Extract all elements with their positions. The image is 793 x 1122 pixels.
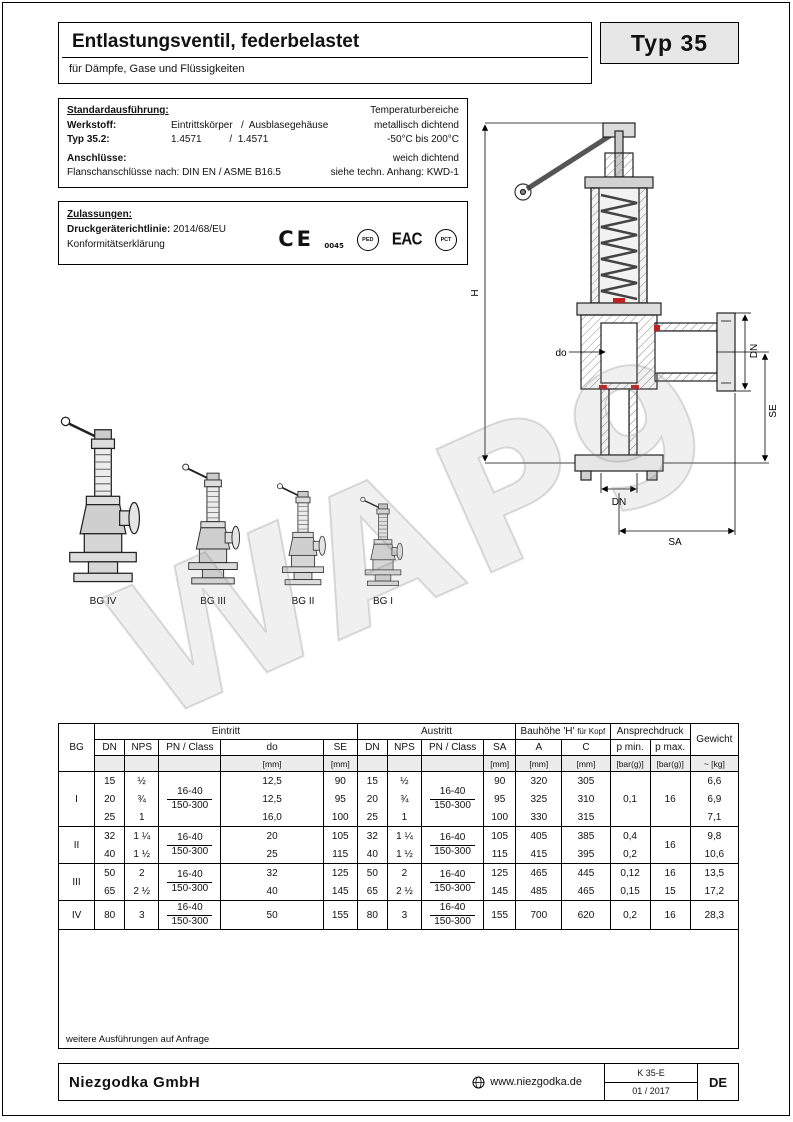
- col-do: do: [220, 739, 324, 756]
- footer: Niezgodka GmbH www.niezgodka.de K 35-E 0…: [58, 1063, 739, 1101]
- standard-box: Standardausführung: Temperaturbereiche W…: [58, 98, 468, 188]
- gost-mark-icon: РСТ: [435, 228, 457, 251]
- size-item-bg1: BG I: [355, 495, 411, 607]
- table-row: 20 ¾ 12,5 95 20 ¾ 95 325 310 6,9: [59, 790, 740, 808]
- doc-date: 01 / 2017: [632, 1086, 670, 1097]
- company-name: Niezgodka GmbH: [69, 1073, 201, 1091]
- doc-code: K 35-E: [605, 1064, 697, 1083]
- note-row: weitere Ausführungen auf Anfrage: [58, 929, 739, 1049]
- valve-section-drawing: H do DN SA DN: [469, 93, 779, 581]
- dim-sa-label: SA: [668, 537, 682, 548]
- typ-label: Typ 35.2:: [67, 134, 110, 145]
- size-label: BG III: [200, 596, 226, 607]
- size-item-bg3: BG III: [175, 461, 251, 607]
- spec-table-wrap: BG Eintritt Austritt Bauhöhe 'H' für Kop…: [57, 723, 740, 1049]
- directive-label: Druckgeräterichtlinie:: [67, 224, 171, 235]
- page-title: Entlastungsventil, federbelastet: [62, 23, 588, 58]
- doc-info-box: K 35-E 01 / 2017: [604, 1064, 697, 1100]
- ped-mark-icon: PED: [356, 228, 379, 251]
- temp-value: -50°C bis 200°C: [387, 134, 459, 145]
- valve-image-bg2: [276, 482, 327, 586]
- globe-icon: [472, 1075, 485, 1089]
- eac-mark-icon: EAC: [391, 229, 423, 249]
- type-badge: Typ 35: [600, 22, 739, 64]
- website-link[interactable]: www.niezgodka.de: [490, 1076, 582, 1088]
- col-group-eintritt: Eintritt: [94, 723, 358, 740]
- col-dn-in: DN: [94, 739, 126, 756]
- standard-heading: Standardausführung:: [67, 105, 169, 116]
- valve-image-bg3: [181, 463, 241, 585]
- size-item-bg4: BG IV: [51, 413, 155, 607]
- table-row: 40 1 ½ 25 115 40 1 ½ 115 415 395 0,2 10,…: [59, 845, 740, 864]
- size-range-gallery: BG IV BG III BG II BG I: [51, 407, 423, 607]
- table-note: weitere Ausführungen auf Anfrage: [58, 929, 739, 1049]
- units-row: [mm] [mm] [mm] [mm] [mm] [bar(g)] [bar(g…: [59, 755, 740, 772]
- certification-logos: CE 0045 PED EAC РСТ: [278, 224, 457, 256]
- weich-dichtend: weich dichtend: [392, 152, 459, 164]
- col-pn-out: PN / Class: [420, 739, 485, 756]
- dim-do-label: do: [555, 348, 567, 359]
- approvals-box: Zulassungen: Druckgeräterichtlinie: 2014…: [58, 201, 468, 265]
- werkstoff-value: Eintrittskörper / Ausblasegehäuse: [171, 119, 329, 131]
- table-row: 65 2 ½ 40 145 65 2 ½ 145 485 465 0,15 15…: [59, 882, 740, 901]
- col-nps-in: NPS: [124, 739, 160, 756]
- valve-image-bg4: [60, 415, 141, 583]
- col-pmax: p max.: [649, 739, 691, 756]
- col-group-bauhoehe: Bauhöhe 'H' für Kopf: [515, 723, 611, 740]
- col-group-ansprechdruck: Ansprechdruck: [609, 723, 691, 740]
- dim-dn-right-label: DN: [749, 344, 760, 358]
- col-sa: SA: [483, 739, 517, 756]
- dim-h-label: H: [470, 289, 481, 296]
- table-row: 25 1 16,0 100 25 1 100 330 315 7,1: [59, 808, 740, 827]
- col-gewicht: Gewicht: [689, 723, 740, 756]
- language-badge: DE: [697, 1064, 738, 1100]
- size-item-bg2: BG II: [271, 481, 335, 607]
- col-a: A: [515, 739, 563, 756]
- spec-table: BG Eintritt Austritt Bauhöhe 'H' für Kop…: [57, 723, 740, 1049]
- col-c: C: [561, 739, 611, 756]
- header-box: Entlastungsventil, federbelastet für Däm…: [58, 22, 592, 84]
- col-se: SE: [322, 739, 358, 756]
- size-label: BG II: [291, 596, 315, 607]
- page-subtitle: für Dämpfe, Gase und Flüssigkeiten: [69, 63, 245, 75]
- size-label: BG IV: [89, 596, 117, 607]
- col-pmin: p min.: [609, 739, 651, 756]
- ce-mark-icon: CE 0045: [278, 227, 344, 251]
- header-row-groups: BG Eintritt Austritt Bauhöhe 'H' für Kop…: [57, 723, 740, 772]
- size-label: BG I: [372, 596, 393, 607]
- col-pn-in: PN / Class: [158, 739, 222, 756]
- col-dn-out: DN: [356, 739, 388, 756]
- temp-heading: Temperaturbereiche: [370, 105, 459, 116]
- werkstoff-label: Werkstoff:: [67, 119, 117, 131]
- col-group-austritt: Austritt: [356, 723, 517, 740]
- valve-image-bg1: [359, 496, 404, 587]
- flansch-text: Flanschanschlüsse nach: DIN EN / ASME B1…: [67, 167, 281, 178]
- typ-value: 1.4571 / 1.4571: [171, 134, 269, 145]
- metallisch-dichtend: metallisch dichtend: [373, 119, 459, 131]
- anschluesse-label: Anschlüsse:: [67, 152, 127, 164]
- directive-value: 2014/68/EU: [173, 224, 226, 235]
- conformity-text: Konformitätserklärung: [67, 239, 165, 250]
- col-bg: BG: [57, 723, 96, 772]
- dim-se-label: SE: [768, 404, 779, 418]
- anhang-text: siehe techn. Anhang: KWD-1: [330, 167, 459, 178]
- header-row-columns: DN NPS PN / Class do SE DN NPS PN / Clas…: [59, 739, 739, 756]
- col-nps-out: NPS: [386, 739, 423, 756]
- approvals-heading: Zulassungen:: [67, 209, 133, 220]
